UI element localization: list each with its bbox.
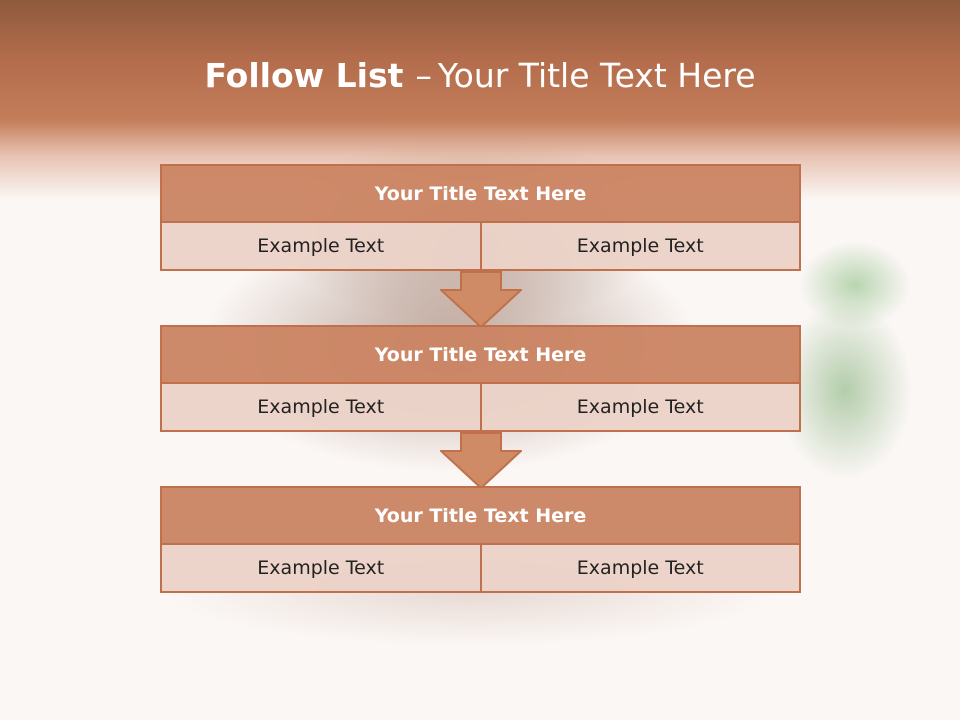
slide-title: Follow List–Your Title Text Here	[0, 52, 960, 100]
step-row-2: Example Text Example Text	[162, 384, 799, 430]
step-2-cell-left: Example Text	[162, 384, 480, 430]
step-title-3: Your Title Text Here	[162, 488, 799, 545]
step-row-3: Example Text Example Text	[162, 545, 799, 591]
step-title-2: Your Title Text Here	[162, 327, 799, 384]
step-box-1: Your Title Text Here Example Text Exampl…	[160, 164, 801, 271]
slide-title-text: Your Title Text Here	[437, 56, 756, 95]
step-row-1: Example Text Example Text	[162, 223, 799, 269]
arrow-down-icon	[440, 271, 522, 328]
arrow-down-icon	[440, 432, 522, 489]
step-title-1: Your Title Text Here	[162, 166, 799, 223]
step-1-cell-right: Example Text	[479, 223, 799, 269]
slide-title-separator: –	[415, 56, 432, 95]
step-2-cell-right: Example Text	[479, 384, 799, 430]
step-box-2: Your Title Text Here Example Text Exampl…	[160, 325, 801, 432]
slide-title-bold: Follow List	[204, 56, 404, 95]
step-3-cell-right: Example Text	[479, 545, 799, 591]
step-3-cell-left: Example Text	[162, 545, 480, 591]
step-box-3: Your Title Text Here Example Text Exampl…	[160, 486, 801, 593]
step-1-cell-left: Example Text	[162, 223, 480, 269]
